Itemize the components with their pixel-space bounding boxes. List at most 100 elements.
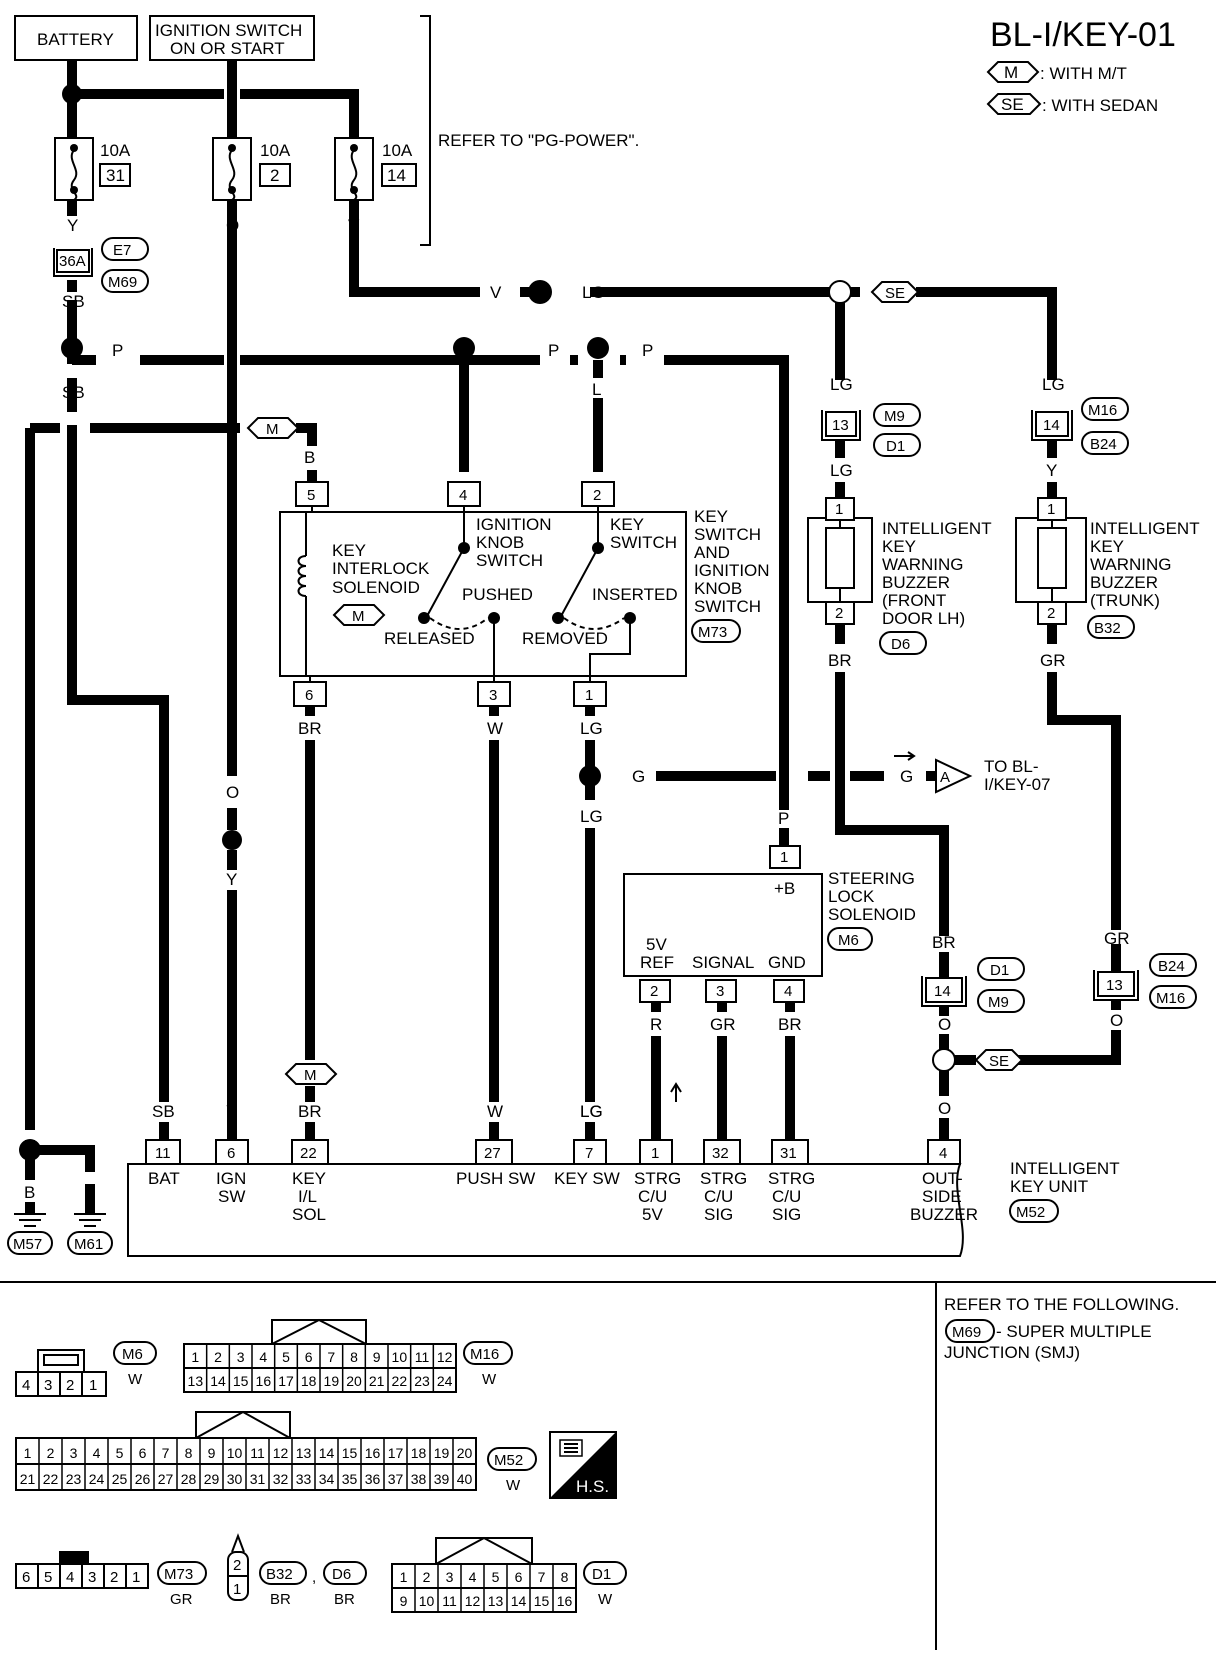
wire-label-br-1: BR — [298, 719, 322, 738]
m52-pin-35: 35 — [342, 1471, 358, 1487]
m16-pin-21: 21 — [369, 1373, 385, 1389]
m52-pin-12: 12 — [273, 1445, 289, 1461]
legend-m: M : WITH M/T — [986, 61, 1127, 83]
buzzer-front: LG 13 M9 D1 LG 1 2 INTELLIGENT KEY WARNI… — [807, 375, 992, 655]
d1-pin-7: 7 — [538, 1569, 546, 1585]
buzzer-trunk-p1: 1 — [1047, 501, 1055, 518]
ks-conn-m73-label: M73 — [698, 624, 727, 641]
m16-pin-22: 22 — [392, 1373, 408, 1389]
m16-pin-6: 6 — [305, 1349, 313, 1365]
ks-name-6: SWITCH — [694, 597, 761, 616]
m16-pin-20: 20 — [346, 1373, 362, 1389]
m73-pin-6: 6 — [22, 1569, 30, 1586]
wire-label-y-4: Y — [226, 1102, 237, 1121]
m-tag-3-label: M — [304, 1067, 317, 1084]
iku-pin-11: 11 — [155, 1145, 171, 1162]
m52-pin-3: 3 — [70, 1445, 78, 1461]
buzzer-front-p1: 1 — [835, 501, 843, 518]
removed-label: REMOVED — [522, 629, 608, 648]
iku-l-s3a: STRG — [768, 1169, 815, 1188]
buzzer-front-name-6: DOOR LH) — [882, 609, 965, 628]
m52-pin-29: 29 — [204, 1471, 220, 1487]
iku-pin-31: 31 — [780, 1145, 797, 1162]
inserted-label: INSERTED — [592, 585, 678, 604]
buzzer-trunk-name-2: KEY — [1090, 537, 1124, 556]
d1-pin-13: 13 — [488, 1593, 504, 1609]
m16-pin-18: 18 — [301, 1373, 317, 1389]
wire-label-o-5: O — [938, 1099, 951, 1118]
iku-name-2: KEY UNIT — [1010, 1177, 1088, 1196]
m-tag-1 — [246, 417, 300, 439]
steering-signal: SIGNAL — [692, 953, 754, 972]
iku-l-keysw: KEY SW — [554, 1169, 620, 1188]
wire-label-lg-2: LG — [580, 719, 603, 738]
to-bl-text-2: I/KEY-07 — [984, 775, 1050, 794]
buzzer-front-name-3: WARNING — [882, 555, 964, 574]
wire-battery-bus — [67, 60, 359, 140]
m52-pin-10: 10 — [227, 1445, 243, 1461]
d1-pin-1: 1 — [400, 1569, 408, 1585]
m16-pin-13: 13 — [188, 1373, 204, 1389]
m-tag-2-label: M — [352, 608, 365, 625]
buzzer-trunk-c1: M16 — [1088, 402, 1117, 419]
m52-pin-22: 22 — [43, 1471, 59, 1487]
wire-label-br-3: BR — [828, 651, 852, 670]
ign-knob-label-3: SWITCH — [476, 551, 543, 570]
splice-o-open — [932, 1048, 956, 1072]
wire-label-lg-1: LG — [582, 283, 605, 302]
m52-pin-24: 24 — [89, 1471, 105, 1487]
iku-l-ign1: IGN — [216, 1169, 246, 1188]
ks-pin-4 — [447, 481, 481, 507]
m52-pin-27: 27 — [158, 1471, 174, 1487]
m16-pin-8: 8 — [350, 1349, 358, 1365]
wire-label-br-4: BR — [778, 1015, 802, 1034]
connector-m6: 4 3 2 1 M6 W — [15, 1341, 157, 1397]
key-switch-block — [279, 511, 687, 677]
buzzer-front-c1: M9 — [884, 408, 905, 425]
wire-label-lg-7: LG — [1042, 375, 1065, 394]
buzzer-trunk-name-3: WARNING — [1090, 555, 1172, 574]
iku-l-key1: KEY — [292, 1169, 326, 1188]
d1-pin-16: 16 — [557, 1593, 573, 1609]
m16-pin-7: 7 — [327, 1349, 335, 1365]
iku-l-ign2: SW — [218, 1187, 245, 1206]
steering-lock-box — [623, 873, 823, 977]
buzzer-trunk-p2: 2 — [1047, 605, 1055, 622]
m52-pin-20: 20 — [457, 1445, 473, 1461]
m52-pin-5: 5 — [116, 1445, 124, 1461]
iku-pin-7: 7 — [585, 1145, 593, 1162]
d1-pin-10: 10 — [419, 1593, 435, 1609]
iku-l-s1b: C/U — [638, 1187, 667, 1206]
wire-label-o-2: O — [226, 783, 239, 802]
wire-label-g-2: G — [900, 767, 913, 786]
m6-pin-1: 1 — [89, 1377, 97, 1394]
buzzer-front-name-2: KEY — [882, 537, 916, 556]
joint-trunk-c2: M16 — [1156, 990, 1185, 1007]
iku-pin-27: 27 — [484, 1145, 501, 1162]
iku-pin-22: 22 — [300, 1145, 317, 1162]
splice-p-2 — [587, 337, 609, 359]
m16-pin-5: 5 — [282, 1349, 290, 1365]
m52-pin-38: 38 — [411, 1471, 427, 1487]
m16-pin-11: 11 — [415, 1349, 430, 1365]
se-tag-2-label: SE — [989, 1053, 1009, 1070]
to-bl-tag — [935, 758, 973, 794]
m52-pin-18: 18 — [411, 1445, 427, 1461]
ks-name-1: KEY — [694, 507, 728, 526]
fuse-2: 10A 2 — [212, 137, 291, 201]
iku-pin-6: 6 — [227, 1145, 235, 1162]
m16-pin-16: 16 — [256, 1373, 272, 1389]
d1-pin-8: 8 — [561, 1569, 569, 1585]
solenoid-label-2: INTERLOCK — [332, 559, 430, 578]
m52-pin-6: 6 — [139, 1445, 147, 1461]
buzzer-trunk-name-1: INTELLIGENT — [1090, 519, 1200, 538]
m52-pin-9: 9 — [208, 1445, 216, 1461]
steering-name-1: STEERING — [828, 869, 915, 888]
m52-pin-8: 8 — [185, 1445, 193, 1461]
smj-m69-label: M69 — [108, 274, 137, 291]
iku-l-bat: BAT — [148, 1169, 180, 1188]
ks-name-2: SWITCH — [694, 525, 761, 544]
ks-name-5: KNOB — [694, 579, 742, 598]
ign-knob-label-2: KNOB — [476, 533, 524, 552]
